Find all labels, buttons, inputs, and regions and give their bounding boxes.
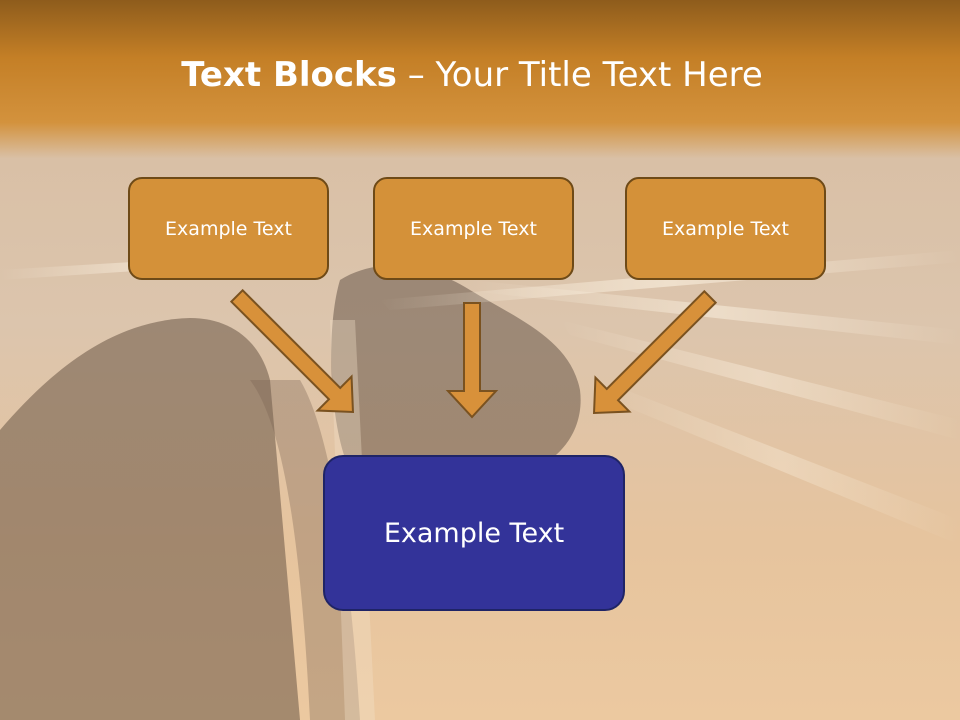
- top-box-center-text: Example Text: [410, 217, 537, 240]
- top-box-left[interactable]: Example Text: [128, 177, 329, 280]
- arrow-left-diagonal: [229, 288, 355, 414]
- bottom-box-text: Example Text: [383, 517, 565, 549]
- title-rest-part: Your Title Text Here: [435, 55, 763, 95]
- bottom-box[interactable]: Example Text: [323, 455, 625, 611]
- title-dash: –: [396, 55, 436, 95]
- top-box-center[interactable]: Example Text: [373, 177, 574, 280]
- top-box-right-text: Example Text: [662, 217, 789, 240]
- slide-title: Text Blocks – Your Title Text Here: [0, 52, 944, 98]
- arrow-right-diagonal: [592, 289, 718, 415]
- arrow-center-down: [445, 302, 499, 419]
- top-box-left-text: Example Text: [165, 217, 292, 240]
- title-bold-part: Text Blocks: [181, 55, 397, 95]
- top-box-right[interactable]: Example Text: [625, 177, 826, 280]
